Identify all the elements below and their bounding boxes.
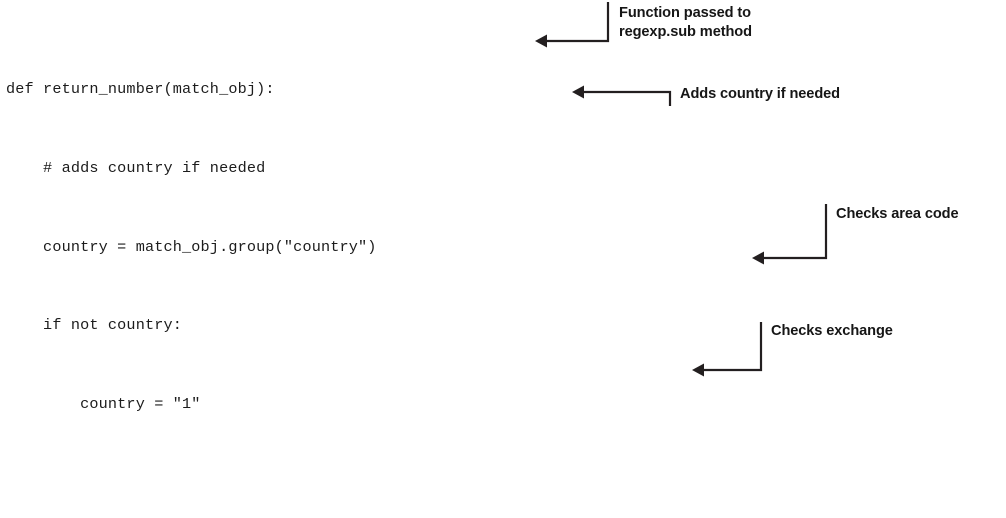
annotation-line: Checks area code <box>836 206 959 222</box>
callout-connector-checks-area-code <box>752 204 828 265</box>
callout-connector-function-passed <box>535 2 610 48</box>
annotation-checks-area-code: Checks area code <box>836 205 959 224</box>
annotation-line: Adds country if needed <box>680 86 840 102</box>
code-line: country = match_obj.group("country") <box>6 237 377 256</box>
annotation-line: regexp.sub method <box>619 24 752 40</box>
annotation-checks-exchange: Checks exchange <box>771 322 893 341</box>
annotation-function-passed: Function passed to regexp.sub method <box>619 4 752 42</box>
code-line: def return_number(match_obj): <box>6 80 275 99</box>
annotation-line: Checks exchange <box>771 323 893 339</box>
code-listing: def return_number(match_obj): # adds cou… <box>6 24 866 518</box>
code-line: if not country: <box>6 316 183 335</box>
code-line: # adds country if needed <box>6 159 266 178</box>
annotation-adds-country: Adds country if needed <box>680 85 840 104</box>
code-line: country = "1" <box>6 394 201 413</box>
code-line-blank <box>6 469 866 495</box>
callout-connector-adds-country <box>572 85 672 106</box>
annotation-line: Function passed to <box>619 5 751 21</box>
callout-connector-checks-exchange <box>692 322 763 377</box>
